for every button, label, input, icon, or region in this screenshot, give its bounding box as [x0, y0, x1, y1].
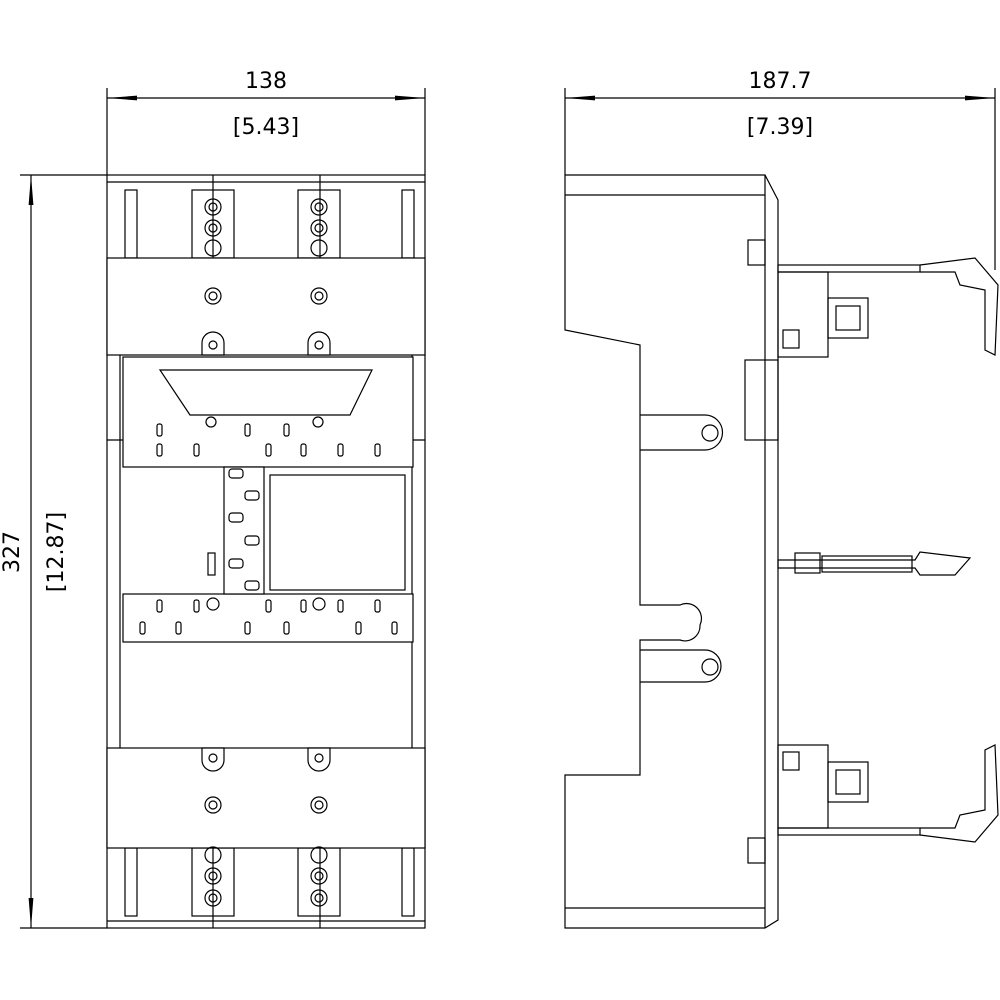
height-in-label: [12.87]: [44, 511, 69, 593]
terminal-screws: [201, 198, 331, 907]
side-terminal-lower: [777, 744, 999, 843]
dimension-depth-side: [564, 88, 996, 270]
slots: [139, 423, 398, 635]
width-in-label: [5.43]: [232, 115, 300, 140]
side-view: [564, 174, 999, 929]
depth-mm-label: 187.7: [748, 69, 812, 94]
depth-in-label: [7.39]: [746, 115, 814, 140]
dimension-height: [20, 174, 107, 929]
dimension-width-front: [106, 88, 426, 175]
side-handle-upper: [640, 414, 724, 683]
side-operating-lever: [777, 551, 972, 576]
width-mm-label: 138: [245, 69, 287, 94]
side-terminal-upper: [777, 257, 999, 358]
front-view: [106, 174, 426, 929]
height-mm-label: 327: [0, 531, 25, 573]
